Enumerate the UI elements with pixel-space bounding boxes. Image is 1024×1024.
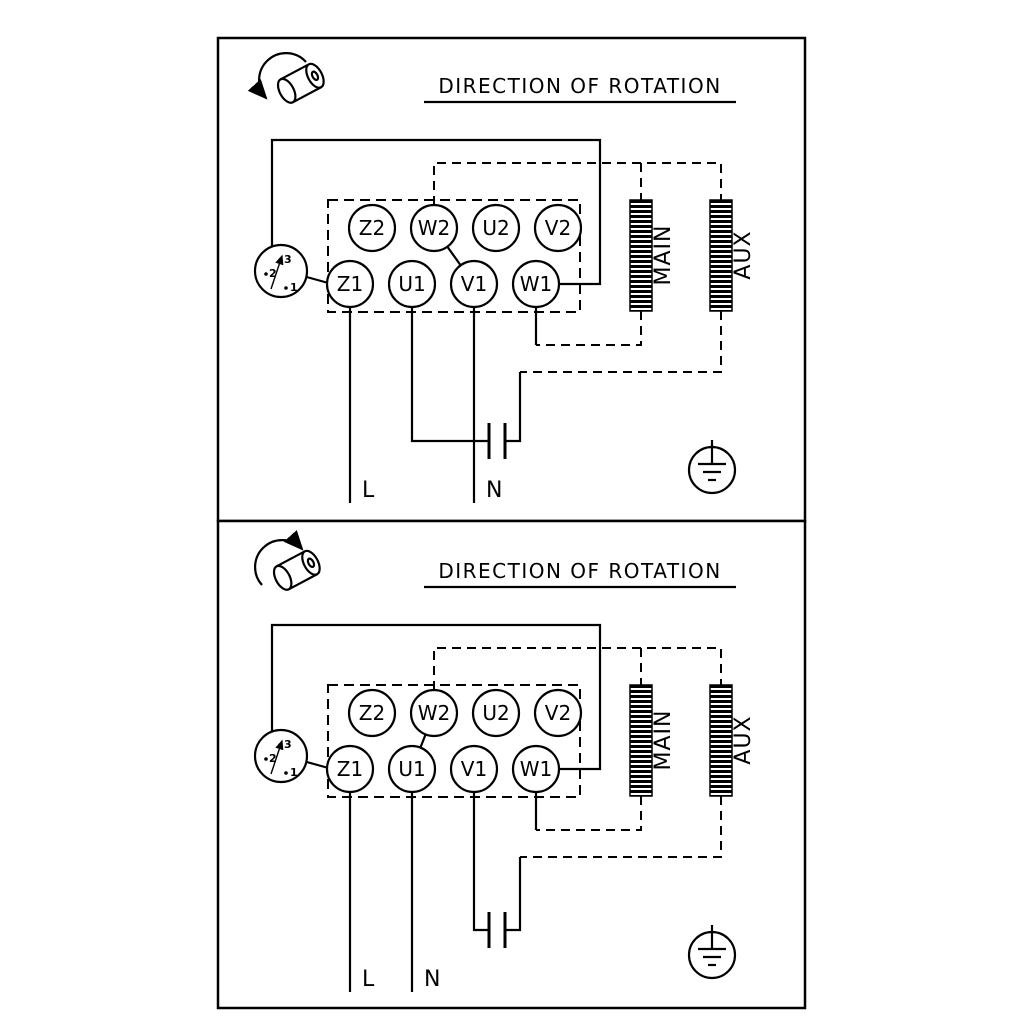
- terminal-label: V1: [461, 272, 487, 296]
- wire-capacitor-to-aux: [505, 857, 522, 932]
- terminal-v2: V2: [533, 688, 583, 738]
- ground-icon: [687, 925, 737, 980]
- terminal-u2: U2: [471, 203, 521, 253]
- terminal-w1: W1: [511, 259, 561, 309]
- wire-w1-to-selector: [270, 138, 602, 286]
- selector-wiper-arrow-icon: [270, 739, 284, 775]
- selector-dot: [284, 771, 288, 775]
- terminal-label: W2: [418, 701, 451, 725]
- wire-w2-to-winding-tops: [433, 647, 722, 690]
- aux-winding-label: AUX: [731, 230, 756, 279]
- ground-icon: [687, 440, 737, 495]
- main-winding-label: MAIN: [651, 710, 676, 771]
- terminal-v1: V1: [449, 744, 499, 794]
- terminal-u1: U1: [387, 744, 437, 794]
- terminal-z1: Z1: [325, 259, 375, 309]
- rotation-arrow-ccw-icon: [247, 52, 307, 100]
- aux-winding: [709, 199, 733, 312]
- selector-position-3: 3: [284, 253, 292, 266]
- line-label: L: [362, 478, 375, 503]
- selector-position-3: 3: [284, 738, 292, 751]
- terminal-label: V2: [545, 216, 571, 240]
- wire-aux-bottom-to-capacitor: [520, 796, 722, 858]
- selector-position-2: 2: [269, 752, 277, 765]
- terminal-z2: Z2: [347, 203, 397, 253]
- wire-aux-bottom-to-capacitor: [520, 311, 722, 373]
- terminal-label: V2: [545, 701, 571, 725]
- aux-winding: [709, 684, 733, 797]
- selector-dot: [264, 272, 268, 276]
- terminal-v2: V2: [533, 203, 583, 253]
- wire-main-bottom-to-w1: [536, 796, 642, 831]
- rotation-direction-icon: [247, 52, 325, 104]
- terminal-u1: U1: [387, 259, 437, 309]
- capacitor: [487, 912, 507, 948]
- selector-position-1: 1: [290, 766, 298, 779]
- terminal-label: W1: [520, 757, 553, 781]
- page-title: DIRECTION OF ROTATION: [438, 559, 721, 583]
- rotation-arrow-cw-icon: [254, 530, 304, 586]
- line-label: L: [362, 967, 375, 992]
- wire-w1-to-selector: [270, 623, 602, 771]
- page-title: DIRECTION OF ROTATION: [438, 74, 721, 98]
- terminal-w2: W2: [409, 688, 459, 738]
- terminal-label: Z1: [337, 757, 363, 781]
- terminal-w1: W1: [511, 744, 561, 794]
- main-winding: [629, 199, 653, 312]
- main-winding: [629, 684, 653, 797]
- neutral-label: N: [486, 478, 502, 503]
- terminal-label: Z1: [337, 272, 363, 296]
- speed-selector: 3 2 1: [253, 728, 309, 784]
- terminal-label: U2: [482, 701, 509, 725]
- terminal-box: [327, 684, 581, 798]
- shaft-icon: [276, 62, 325, 104]
- shaft-icon: [272, 549, 321, 591]
- terminal-u2: U2: [471, 688, 521, 738]
- terminal-label: Z2: [359, 701, 385, 725]
- terminal-v1: V1: [449, 259, 499, 309]
- terminal-label: W2: [418, 216, 451, 240]
- terminal-label: Z2: [359, 216, 385, 240]
- wire-u1-to-capacitor: [410, 284, 489, 443]
- terminal-label: U1: [398, 757, 425, 781]
- aux-winding-label: AUX: [731, 715, 756, 764]
- main-winding-label: MAIN: [651, 225, 676, 286]
- neutral-label: N: [424, 967, 440, 992]
- terminal-z2: Z2: [347, 688, 397, 738]
- selector-position-2: 2: [269, 267, 277, 280]
- wire-capacitor-to-aux: [505, 372, 522, 443]
- wire-w2-to-winding-tops: [433, 162, 722, 205]
- capacitor: [487, 423, 507, 459]
- terminal-label: U1: [398, 272, 425, 296]
- panel-bottom: DIRECTION OF ROTATION MAIN AUX: [216, 519, 807, 1010]
- terminal-label: U2: [482, 216, 509, 240]
- selector-position-1: 1: [290, 281, 298, 294]
- selector-wiper-arrow-icon: [270, 254, 284, 290]
- panel-top: DIRECTION OF ROTATION MAIN AUX: [216, 36, 807, 523]
- speed-selector: 3 2 1: [253, 243, 309, 299]
- terminal-label: V1: [461, 757, 487, 781]
- selector-dot: [264, 757, 268, 761]
- terminal-z1: Z1: [325, 744, 375, 794]
- terminal-w2: W2: [409, 203, 459, 253]
- terminal-label: W1: [520, 272, 553, 296]
- rotation-direction-icon: [254, 530, 321, 591]
- terminal-box: [327, 199, 581, 313]
- wire-main-bottom-to-w1: [536, 311, 642, 346]
- selector-dot: [284, 286, 288, 290]
- wire-v1-to-capacitor: [472, 769, 489, 932]
